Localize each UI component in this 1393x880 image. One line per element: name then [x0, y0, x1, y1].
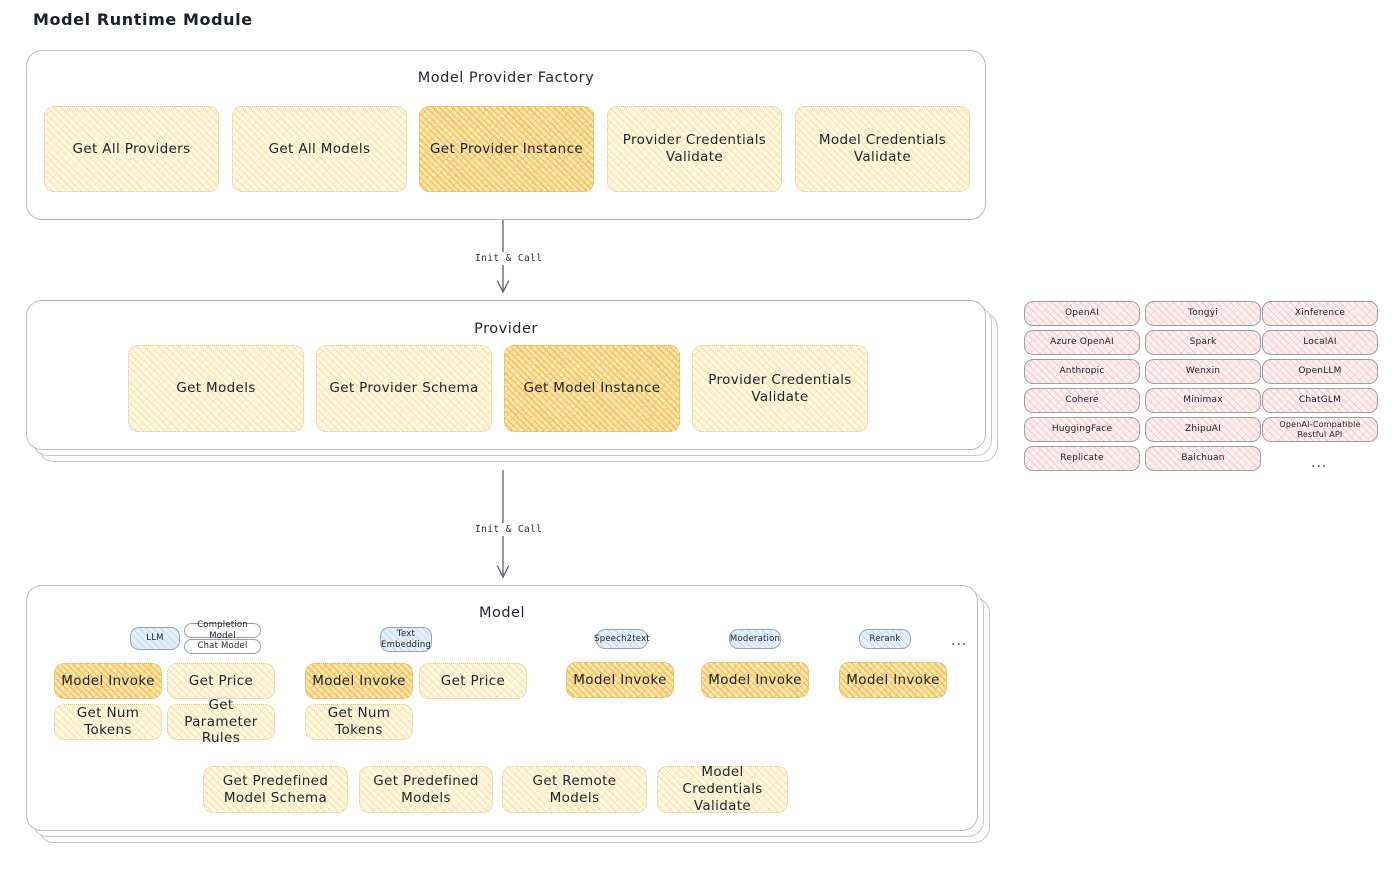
op-speech2text-model-invoke[interactable]: Model Invoke: [566, 662, 674, 698]
node-get-provider-instance[interactable]: Get Provider Instance: [419, 106, 594, 192]
op-get-predefined-model-schema[interactable]: Get Predefined Model Schema: [203, 766, 348, 813]
op-text-embedding-model-invoke[interactable]: Model Invoke: [305, 663, 413, 699]
op-text-embedding-get-price[interactable]: Get Price: [419, 663, 527, 699]
model-subtype-completion-model[interactable]: Completion Model: [184, 620, 261, 641]
provider-chip-xinference[interactable]: Xinference: [1262, 301, 1378, 326]
node-get-model-instance[interactable]: Get Model Instance: [504, 345, 680, 432]
provider-chip-replicate[interactable]: Replicate: [1024, 446, 1140, 471]
provider-chip-baichuan[interactable]: Baichuan: [1145, 446, 1261, 471]
model-subtype-chat-model[interactable]: Chat Model: [184, 639, 261, 654]
op-moderation-model-invoke[interactable]: Model Invoke: [701, 662, 809, 698]
provider-chip-huggingface[interactable]: HuggingFace: [1024, 417, 1140, 442]
provider-chip-openai[interactable]: OpenAI: [1024, 301, 1140, 326]
provider-chip-openllm[interactable]: OpenLLM: [1262, 359, 1378, 384]
provider-list-ellipsis: ...: [1311, 455, 1328, 471]
node-get-provider-schema[interactable]: Get Provider Schema: [316, 345, 492, 432]
node-get-all-models[interactable]: Get All Models: [232, 106, 407, 192]
op-llm-get-num-tokens[interactable]: Get Num Tokens: [54, 704, 162, 740]
model-type-rerank[interactable]: Rerank: [859, 629, 911, 649]
node-provider-credentials-validate[interactable]: Provider Credentials Validate: [607, 106, 782, 192]
page-title: Model Runtime Module: [33, 10, 253, 29]
node-provider-credentials-validate-2[interactable]: Provider Credentials Validate: [692, 345, 868, 432]
model-type-text-embedding[interactable]: Text Embedding: [380, 627, 432, 652]
provider-chip-openai-compatible-restful-api[interactable]: OpenAI-Compatible Restful API: [1262, 417, 1378, 442]
op-rerank-model-invoke[interactable]: Model Invoke: [839, 662, 947, 698]
provider-chip-azure-openai[interactable]: Azure OpenAI: [1024, 330, 1140, 355]
arrow-provider-to-model: [496, 470, 510, 579]
provider-chip-minimax[interactable]: Minimax: [1145, 388, 1261, 413]
provider-chip-tongyi[interactable]: Tongyi: [1145, 301, 1261, 326]
op-llm-get-parameter-rules[interactable]: Get Parameter Rules: [167, 697, 275, 746]
provider-chip-localai[interactable]: LocalAI: [1262, 330, 1378, 355]
node-model-credentials-validate[interactable]: Model Credentials Validate: [795, 106, 970, 192]
model-provider-factory-title: Model Provider Factory: [417, 70, 595, 86]
arrow-label-init-call-2: Init & Call: [472, 523, 546, 536]
model-types-ellipsis: ...: [951, 633, 968, 649]
model-type-moderation[interactable]: Moderation: [729, 629, 781, 649]
node-get-models[interactable]: Get Models: [128, 345, 304, 432]
node-get-all-providers[interactable]: Get All Providers: [44, 106, 219, 192]
op-llm-model-invoke[interactable]: Model Invoke: [54, 663, 162, 699]
provider-title: Provider: [474, 321, 538, 337]
op-model-credentials-validate[interactable]: Model Credentials Validate: [657, 764, 788, 814]
op-get-remote-models[interactable]: Get Remote Models: [502, 766, 647, 813]
op-text-embedding-get-num-tokens[interactable]: Get Num Tokens: [305, 704, 413, 740]
provider-chip-cohere[interactable]: Cohere: [1024, 388, 1140, 413]
provider-chip-chatglm[interactable]: ChatGLM: [1262, 388, 1378, 413]
model-title: Model: [478, 605, 526, 621]
model-type-speech2text[interactable]: Speech2text: [594, 629, 650, 649]
op-get-predefined-models[interactable]: Get Predefined Models: [359, 766, 493, 813]
arrow-label-init-call-1: Init & Call: [472, 252, 546, 265]
provider-chip-wenxin[interactable]: Wenxin: [1145, 359, 1261, 384]
model-type-llm[interactable]: LLM: [130, 627, 180, 650]
op-llm-get-price[interactable]: Get Price: [167, 663, 275, 699]
provider-chip-zhipuai[interactable]: ZhipuAI: [1145, 417, 1261, 442]
provider-chip-anthropic[interactable]: Anthropic: [1024, 359, 1140, 384]
provider-chip-spark[interactable]: Spark: [1145, 330, 1261, 355]
